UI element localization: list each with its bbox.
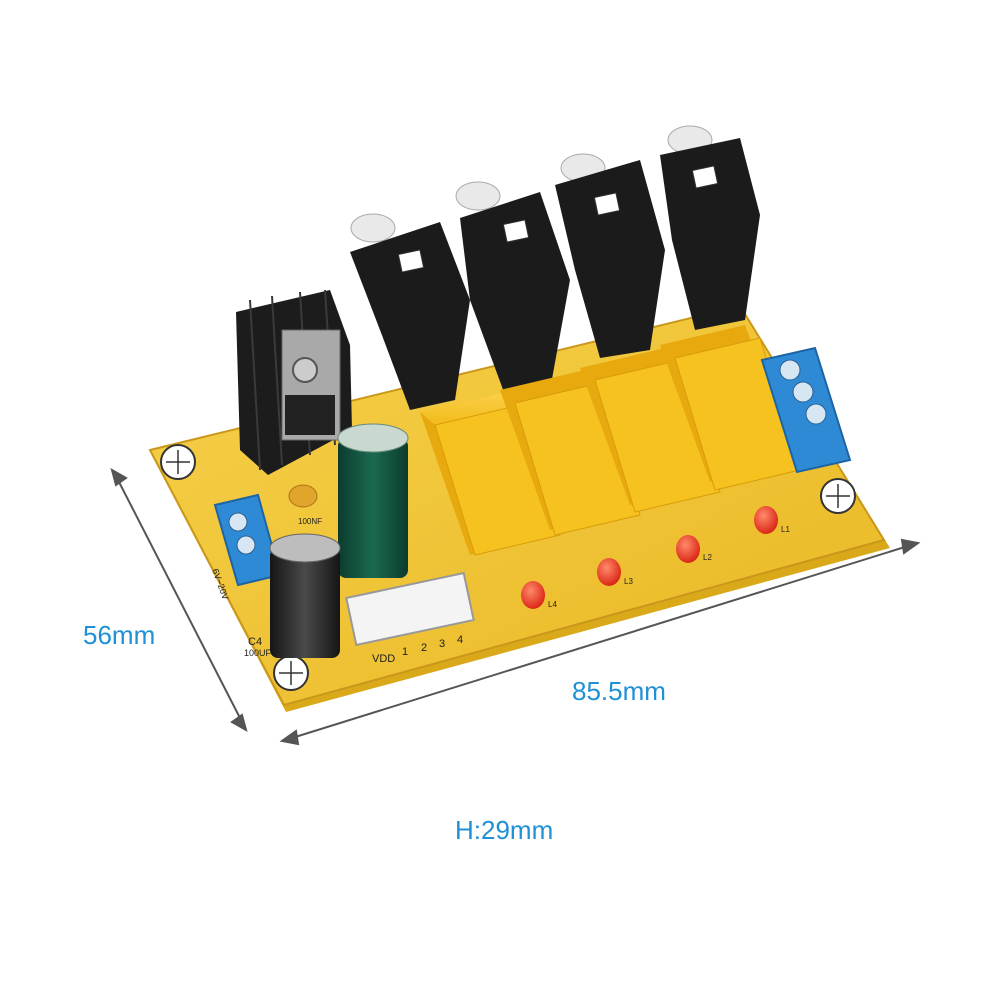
signal-connector	[345, 571, 475, 647]
rca-jack	[555, 153, 665, 358]
rca-jack	[455, 181, 570, 395]
silkscreen-led-label: L3	[624, 577, 633, 586]
pin-label: 3	[439, 638, 445, 650]
mounting-hole	[160, 444, 196, 480]
status-led	[521, 581, 545, 609]
mounting-hole	[273, 655, 309, 691]
height-dimension-label: H:29mm	[455, 815, 554, 845]
silkscreen-led-label: L4	[548, 600, 557, 609]
status-led	[597, 558, 621, 586]
voltage-regulator	[281, 329, 341, 441]
mounting-hole	[820, 478, 856, 514]
terminal-block-output	[760, 346, 852, 474]
electrolytic-capacitor-small	[269, 533, 341, 658]
length-dimension-label: 85.5mm	[572, 676, 666, 706]
pin-label: VDD	[372, 653, 395, 665]
rca-jack	[350, 213, 470, 410]
silkscreen-led-label: L2	[703, 553, 712, 562]
silkscreen-led-label: L1	[781, 525, 790, 534]
silkscreen-cap-label: C4	[248, 636, 262, 648]
rca-jack	[660, 125, 760, 330]
width-dimension-label: 56mm	[83, 620, 156, 650]
electrolytic-capacitor-large	[337, 423, 409, 578]
width-dimension-line	[110, 467, 248, 733]
silkscreen-cap-small: 100NF	[298, 517, 322, 526]
pin-label: 1	[402, 646, 408, 658]
length-dimension-line	[279, 538, 921, 746]
pin-label: 4	[457, 634, 463, 646]
silkscreen-connector-pins: VDD 1 2 3 4	[372, 634, 463, 665]
status-led	[676, 535, 700, 563]
silkscreen-cap-value: 100UF	[244, 648, 272, 658]
ceramic-capacitor	[288, 484, 318, 508]
status-led	[754, 506, 778, 534]
pin-label: 2	[421, 642, 427, 654]
